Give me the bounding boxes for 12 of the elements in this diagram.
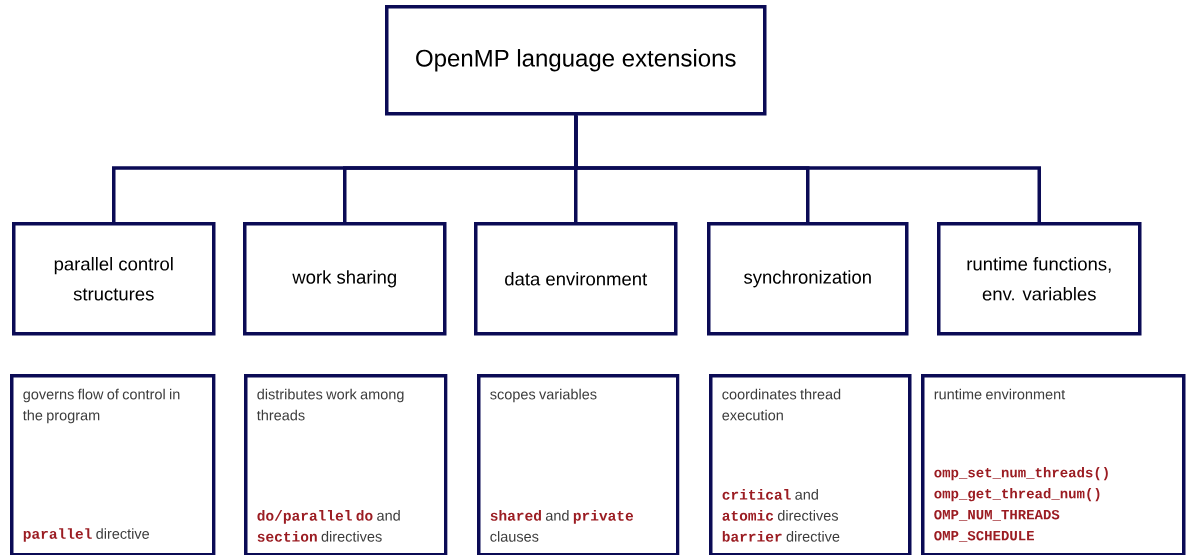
description-box: coordinates thread execution critical and atomic directives barrier directive	[709, 374, 912, 555]
category-box: runtime functions, env. variables	[937, 222, 1142, 336]
category-box: parallel control structures	[12, 222, 216, 336]
connector-line	[574, 115, 1041, 222]
category-box: data environment	[474, 222, 678, 336]
category-box: work sharing	[243, 222, 447, 336]
description-box: scopes variables shared and private clauses	[477, 374, 680, 555]
category-box: synchronization	[707, 222, 909, 336]
title-box: OpenMP language extensions	[385, 5, 767, 116]
description-box: runtime environment omp_set_num_threads() omp_get_thread_num() OMP_NUM_THREADS OMP_SCHEDULE	[921, 374, 1186, 555]
description-box: governs flow of control in the program parallel directive	[10, 374, 216, 555]
description-box: distributes work among threads do/parallel do and section directives	[244, 374, 448, 555]
